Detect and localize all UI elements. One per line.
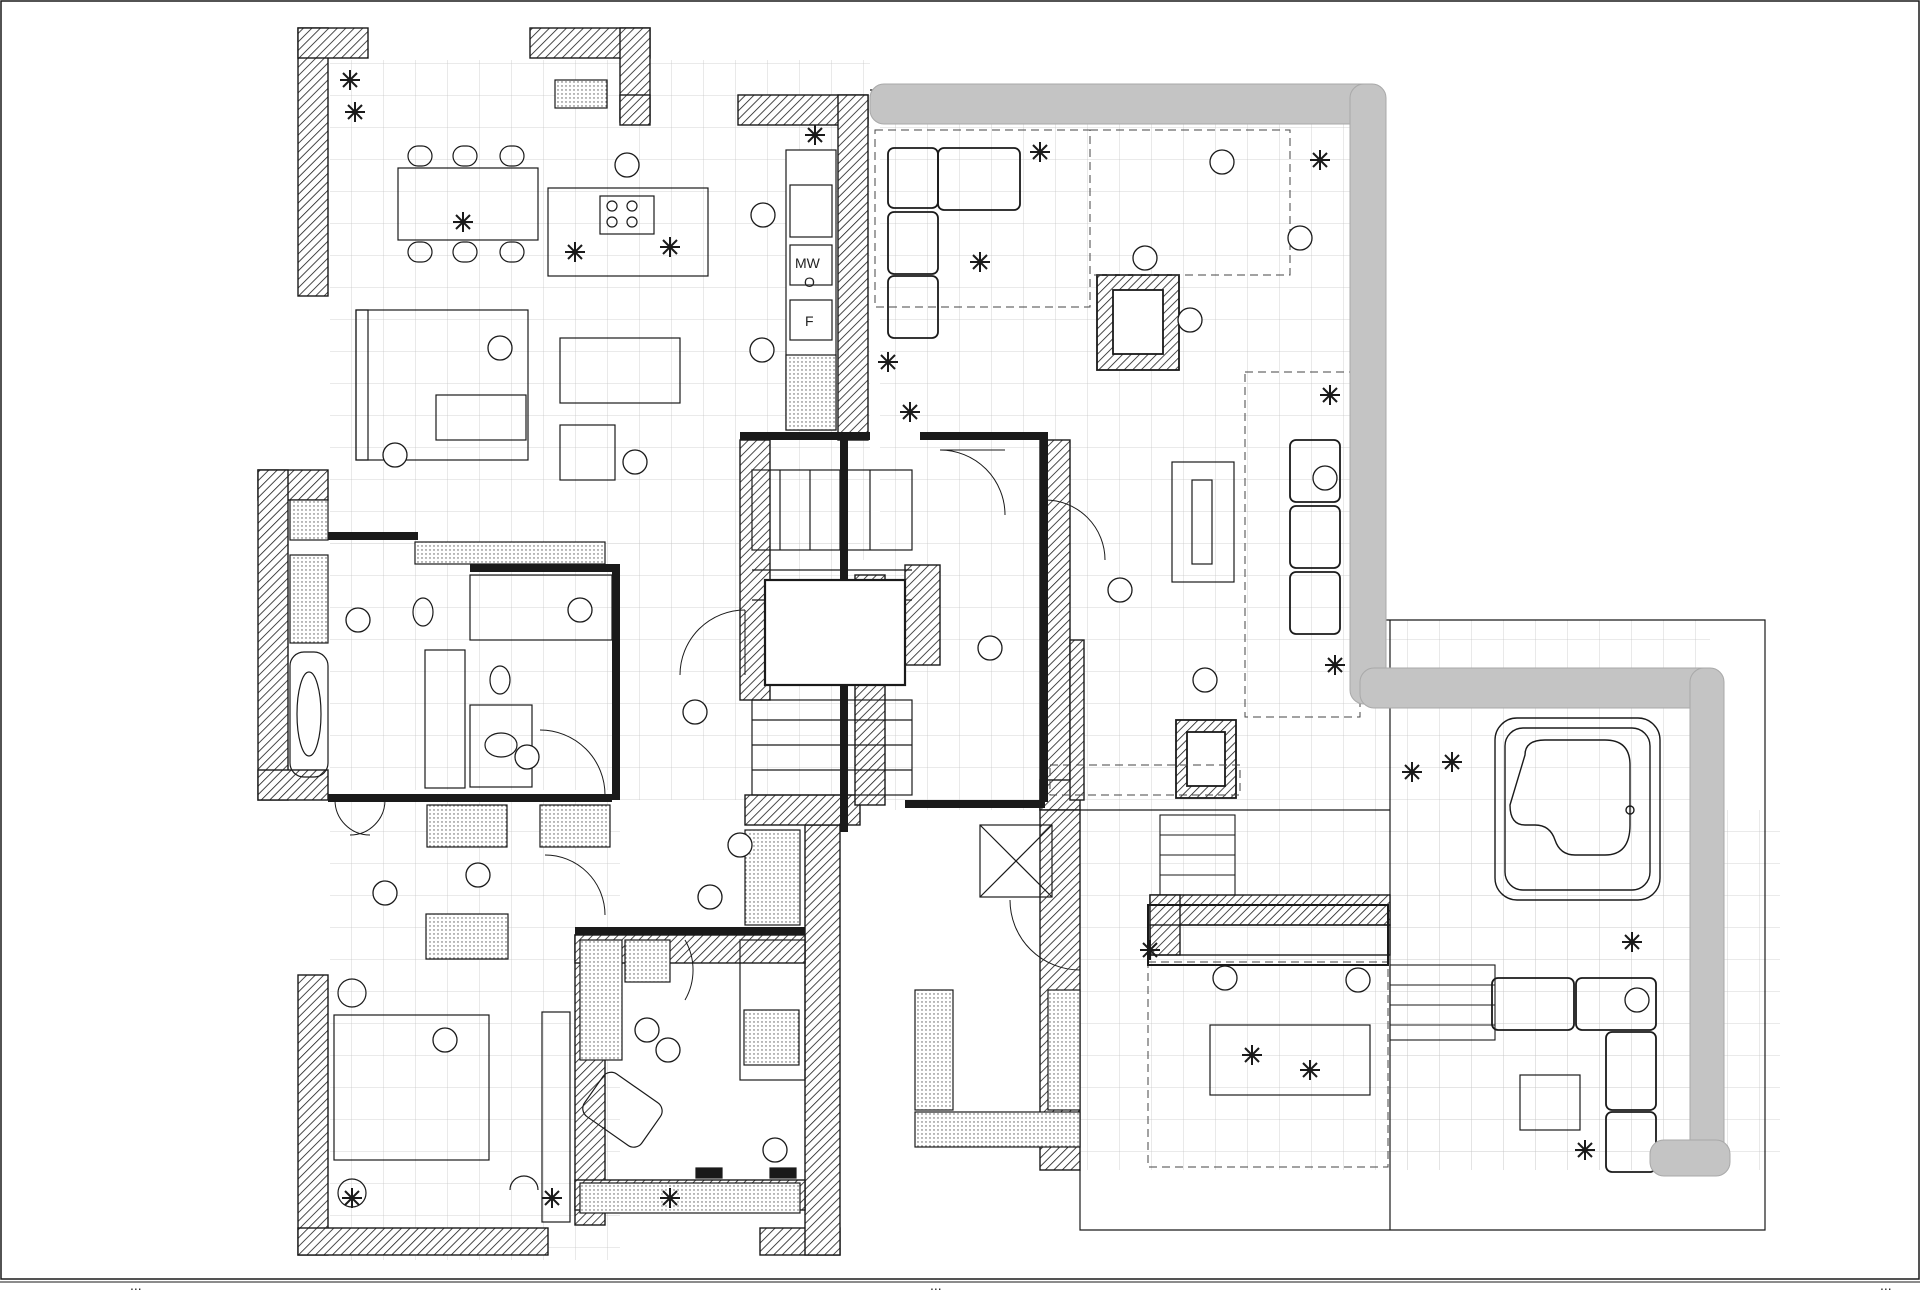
fridge-label: F	[805, 313, 814, 329]
oven-label: O	[804, 274, 815, 290]
outdoor-dining	[1147, 904, 1389, 1096]
bedroom-furniture	[333, 804, 611, 1223]
appliance-labels: MW O F	[795, 255, 821, 329]
microwave-label: MW	[795, 255, 821, 271]
hot-tub	[1494, 717, 1661, 901]
planter-vegetation	[869, 83, 1731, 1177]
utility-room	[744, 824, 1081, 1148]
kitchen-island	[547, 187, 709, 277]
dining-table	[397, 145, 539, 263]
living-sofas	[355, 309, 681, 481]
plant-symbols	[340, 70, 1642, 1208]
terrace-steps	[1159, 814, 1496, 1041]
kitchen-counter	[554, 79, 837, 431]
door-swings	[334, 449, 1106, 1001]
footer-center-text: ...	[930, 1277, 942, 1290]
bathroom-fixtures	[289, 499, 613, 789]
study-furniture	[579, 939, 806, 1214]
footer-right-text: ...	[1880, 1277, 1892, 1290]
people-figures	[345, 149, 1650, 1163]
terrace-lounge	[887, 147, 1341, 799]
main-staircase	[751, 469, 913, 796]
footer-left-text: ...	[130, 1277, 142, 1290]
